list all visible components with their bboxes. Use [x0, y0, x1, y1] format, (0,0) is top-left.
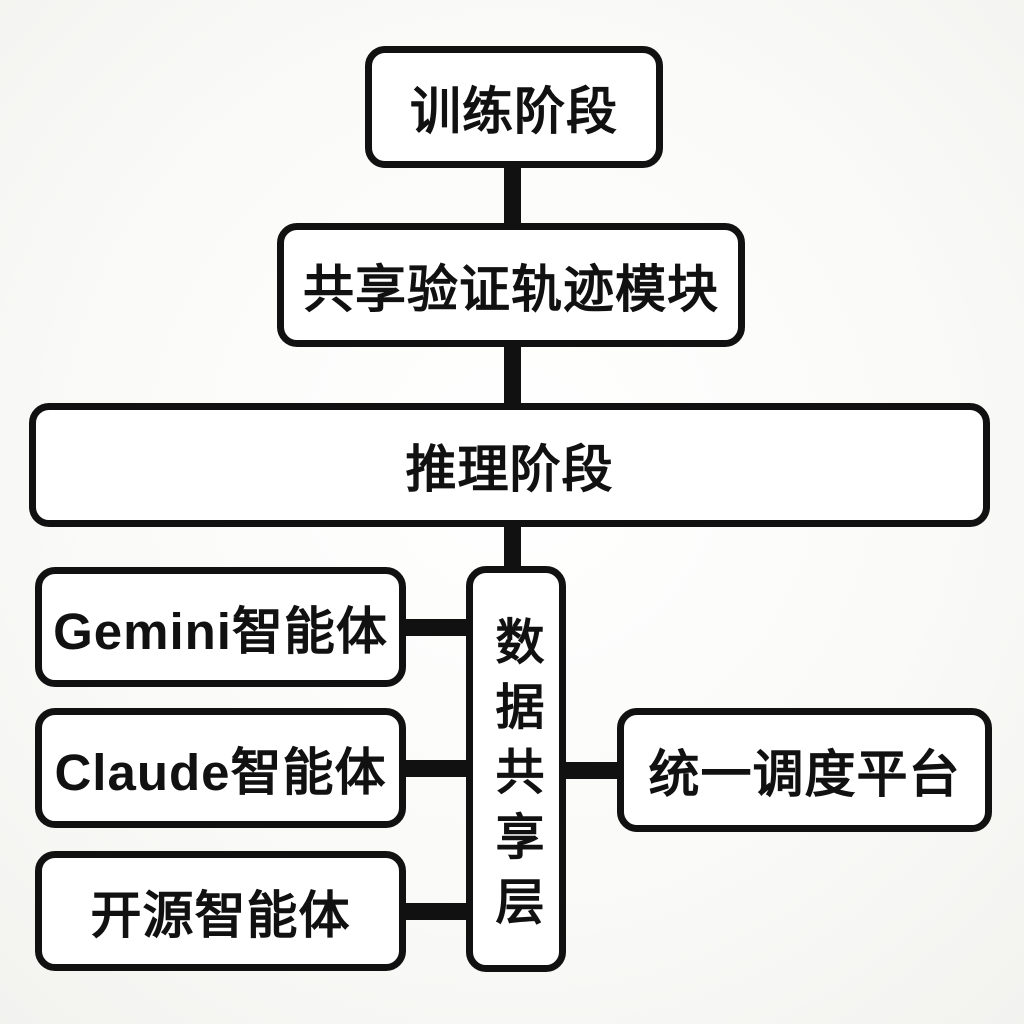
node-claude-agent: Claude智能体: [35, 708, 406, 828]
node-unified-scheduling-platform: 统一调度平台: [617, 708, 992, 832]
edge-inference-to-data-layer: [504, 521, 521, 573]
node-data-sharing-layer: 数据共享层: [466, 566, 566, 972]
edge-claude-to-data-layer: [400, 760, 474, 777]
edge-data-layer-to-platform: [560, 762, 624, 779]
node-inference-phase: 推理阶段: [29, 403, 990, 527]
node-shared-verification-trace-module: 共享验证轨迹模块: [277, 223, 745, 347]
node-gemini-agent: Gemini智能体: [35, 567, 406, 687]
edge-shared-trace-to-inference: [504, 340, 521, 410]
edge-opensource-to-data-layer: [400, 903, 474, 920]
edge-gemini-to-data-layer: [400, 619, 474, 636]
node-opensource-agent: 开源智能体: [35, 851, 406, 971]
node-training-phase: 训练阶段: [365, 46, 663, 168]
edge-training-to-shared-trace: [504, 162, 521, 230]
